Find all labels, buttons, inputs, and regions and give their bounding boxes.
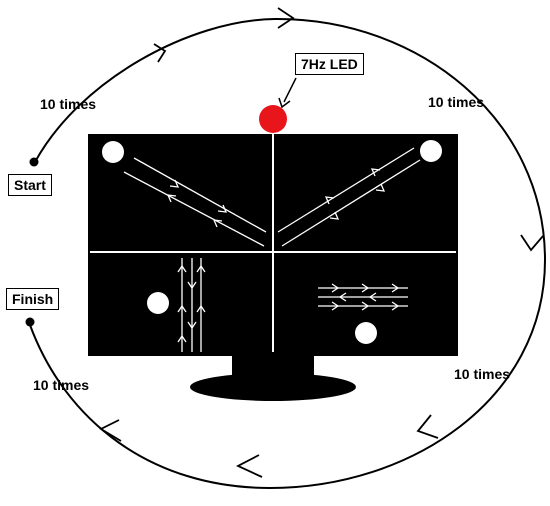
led-pointer-line xyxy=(283,77,297,103)
repeat-label-bottom-left: 10 times xyxy=(33,377,90,393)
arrow-tl-4 xyxy=(217,204,228,213)
target-dot-top-left xyxy=(102,141,124,163)
repeat-label-top-left: 10 times xyxy=(40,96,97,112)
arrow-tr-3 xyxy=(324,196,335,205)
monitor-neck xyxy=(232,356,314,378)
led-label: 7Hz LED xyxy=(295,53,364,75)
path-tl-return xyxy=(133,157,267,233)
arrow-br-2 xyxy=(361,283,370,293)
arrow-bl-7 xyxy=(177,334,187,343)
arrow-br-1 xyxy=(331,283,340,293)
arrow-br-6 xyxy=(331,301,340,311)
loop-arrowhead xyxy=(235,454,263,478)
arrow-bl-4 xyxy=(187,321,197,330)
loop-arrowhead xyxy=(520,234,544,252)
arrow-br-4 xyxy=(338,292,347,302)
led-pointer-head xyxy=(278,97,291,109)
arrow-tl-1 xyxy=(166,194,177,203)
target-dot-bottom-left xyxy=(147,292,169,314)
arrow-br-7 xyxy=(361,301,370,311)
start-point xyxy=(29,157,39,167)
arrow-bl-6 xyxy=(196,304,206,313)
path-tr-outbound xyxy=(281,159,421,247)
arrow-tr-1 xyxy=(329,211,340,220)
repeat-label-top-right: 10 times xyxy=(428,94,485,110)
arrow-bl-3 xyxy=(187,281,197,290)
arrow-bl-2 xyxy=(177,304,187,313)
arrow-tl-2 xyxy=(212,219,223,228)
arrow-bl-1 xyxy=(177,264,187,273)
finish-point xyxy=(25,317,35,327)
led-dot xyxy=(259,105,287,133)
arrow-tr-4 xyxy=(370,168,381,177)
loop-arrowhead xyxy=(99,419,122,442)
arrow-tl-3 xyxy=(169,179,180,188)
arrow-br-8 xyxy=(391,301,400,311)
arrow-tr-2 xyxy=(375,183,386,192)
target-dot-top-right xyxy=(420,140,442,162)
loop-arrowhead xyxy=(277,7,295,29)
path-tr-return xyxy=(277,147,415,233)
target-dot-bottom-right xyxy=(355,322,377,344)
start-label: Start xyxy=(8,174,52,196)
loop-arrowhead xyxy=(416,414,439,439)
arrow-br-5 xyxy=(368,292,377,302)
arrow-bl-5 xyxy=(196,264,206,273)
repeat-label-bottom-right: 10 times xyxy=(454,366,511,382)
loop-path xyxy=(29,17,547,490)
arrow-br-3 xyxy=(391,283,400,293)
path-tl-outbound xyxy=(123,171,265,247)
finish-label: Finish xyxy=(6,288,60,310)
loop-arrowhead xyxy=(153,43,167,63)
monitor-base xyxy=(190,373,356,401)
